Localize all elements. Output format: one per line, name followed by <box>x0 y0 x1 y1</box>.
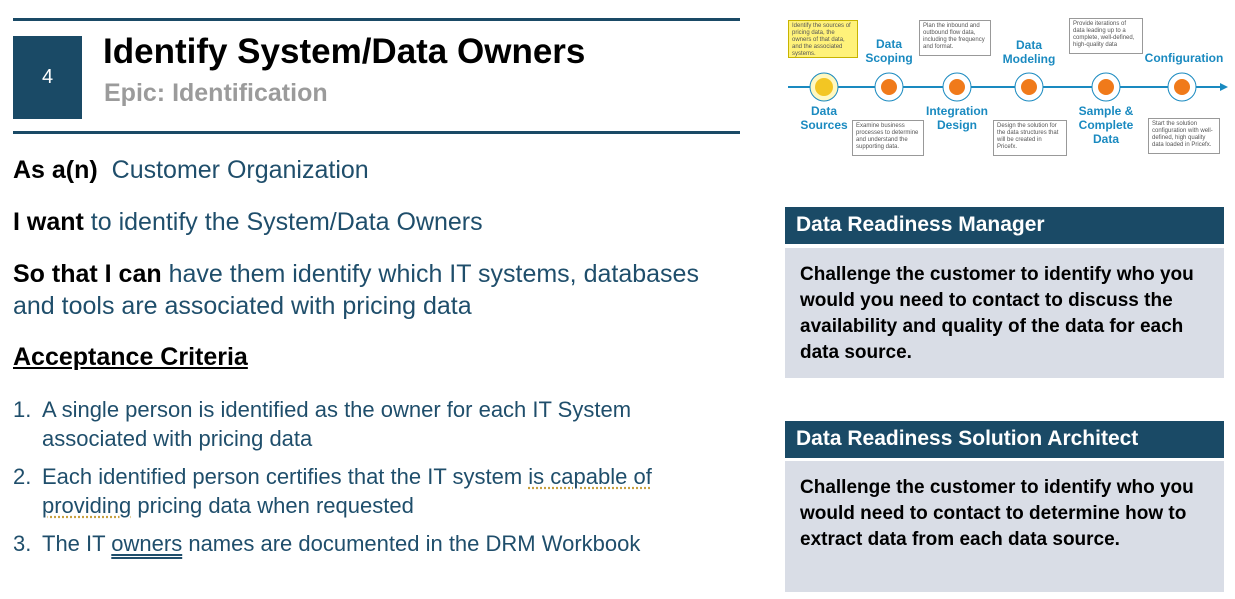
data-readiness-manager-header: Data Readiness Manager <box>785 207 1224 244</box>
timeline-node-data-modeling <box>1014 72 1044 102</box>
acceptance-criteria-list: 1. A single person is identified as the … <box>13 395 733 567</box>
story-number-badge: 4 <box>13 36 82 119</box>
top-divider <box>13 18 740 21</box>
as-a-line: As a(n) Customer Organization <box>13 154 369 186</box>
want-label: I want <box>13 208 84 236</box>
criteria-text-pre: The IT <box>42 531 112 556</box>
criteria-number: 1. <box>13 397 32 422</box>
process-diagram: Identify the sources of pricing data, th… <box>788 14 1228 164</box>
data-readiness-solution-architect-header: Data Readiness Solution Architect <box>785 421 1224 458</box>
spellcheck-underline-text: is capable of providing <box>42 464 652 518</box>
timeline-node-integration-design <box>942 72 972 102</box>
criteria-text: A single person is identified as the own… <box>42 397 632 451</box>
timeline-arrow-icon <box>1220 83 1228 91</box>
criteria-text-post: pricing data when requested <box>131 493 414 518</box>
timeline-node-configuration <box>1167 72 1197 102</box>
header-divider <box>13 131 740 134</box>
timeline-node-data-scoping <box>874 72 904 102</box>
criteria-item: 3. The IT owners names are documented in… <box>13 529 733 558</box>
criteria-text-pre: Each identified person certifies that th… <box>42 464 529 489</box>
as-value: Customer Organization <box>111 156 369 184</box>
data-modeling-description: Design the solution for the data structu… <box>993 120 1067 156</box>
data-readiness-manager-body: Challenge the customer to identify who y… <box>785 248 1224 378</box>
acceptance-criteria-heading: Acceptance Criteria <box>13 343 248 371</box>
criteria-item: 2. Each identified person certifies that… <box>13 462 733 520</box>
criteria-item: 1. A single person is identified as the … <box>13 395 733 453</box>
epic-subtitle: Epic: Identification <box>104 79 328 107</box>
process-timeline <box>788 72 1228 102</box>
criteria-number: 3. <box>13 531 32 556</box>
as-label: As a(n) <box>13 156 98 184</box>
data-readiness-solution-architect-body: Challenge the customer to identify who y… <box>785 461 1224 592</box>
timeline-node-data-sources <box>809 72 839 102</box>
data-scoping-description: Identify the sources of pricing data, th… <box>788 20 858 58</box>
timeline-node-sample-complete-data <box>1091 72 1121 102</box>
sample-complete-data-description: Provide iterations of data leading up to… <box>1069 18 1143 54</box>
page-title: Identify System/Data Owners <box>103 32 586 71</box>
want-value: to identify the System/Data Owners <box>90 208 483 236</box>
configuration-description: Start the solution configuration with we… <box>1148 118 1220 154</box>
i-want-line: I want to identify the System/Data Owner… <box>13 206 483 238</box>
grammar-underline-text: owners <box>111 531 183 556</box>
so-that-line: So that I can have them identify which I… <box>13 258 713 322</box>
data-sources-description: Examine business processes to determine … <box>852 120 924 156</box>
integration-design-description: Plan the inbound and outbound flow data,… <box>919 20 991 56</box>
so-value: have them identify which IT systems, dat… <box>13 260 699 320</box>
criteria-number: 2. <box>13 464 32 489</box>
so-label: So that I can <box>13 260 162 288</box>
stage-label-configuration: Configuration <box>1144 51 1224 65</box>
criteria-text-post: names are documented in the DRM Workbook <box>182 531 641 556</box>
